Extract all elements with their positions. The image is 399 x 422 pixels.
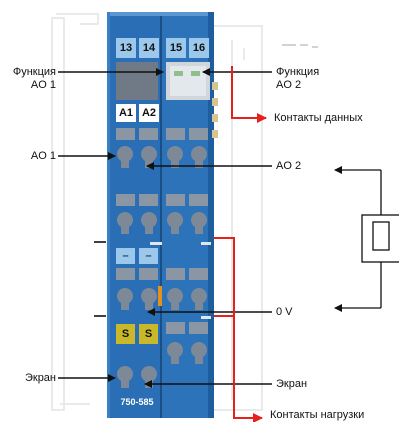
pointer-arrows (58, 68, 272, 388)
shield-badge-2: S (144, 328, 153, 340)
channel-badge-a1: A1 (118, 107, 134, 119)
terminal-number-tiles (116, 38, 209, 58)
label-shield-left: Экран (24, 372, 56, 384)
shield-badge-1: S (121, 328, 130, 340)
terminal-slots (116, 128, 208, 334)
led-window (116, 62, 210, 100)
terminal-number-16: 16 (192, 42, 206, 54)
dash-badge-1: – (122, 250, 129, 262)
led-ao1 (174, 71, 183, 76)
channel-badge-a2: A2 (141, 107, 157, 119)
label-load-contacts: Контакты нагрузки (270, 409, 365, 421)
channel-badge-bg (116, 104, 159, 122)
spring-clamps (117, 146, 207, 388)
model-label: 750-585 (120, 397, 154, 407)
led-ao2 (191, 71, 200, 76)
label-zero-v: 0 V (276, 306, 293, 318)
terminal-number-15: 15 (169, 42, 183, 54)
label-ao1: AO 1 (30, 150, 56, 162)
faint-rail-marks (282, 44, 318, 48)
label-function-ao1: Функция AO 1 (12, 66, 56, 91)
label-data-contacts: Контакты данных (274, 112, 363, 124)
terminal-number-14: 14 (142, 42, 156, 54)
bridge-marks (150, 242, 211, 319)
label-ao2: AO 2 (276, 160, 302, 172)
contact-arrows-red (214, 66, 267, 422)
dash-badge-bg (116, 248, 158, 264)
label-function-ao2: Функция AO 2 (276, 66, 320, 91)
data-contacts (212, 82, 218, 138)
orange-bridge (158, 286, 162, 306)
label-shield-right: Экран (276, 378, 308, 390)
terminal-number-13: 13 (119, 42, 133, 54)
shield-badge-bg (116, 324, 158, 344)
load-resistor-wiring (334, 166, 399, 312)
dash-badge-2: – (145, 250, 152, 262)
